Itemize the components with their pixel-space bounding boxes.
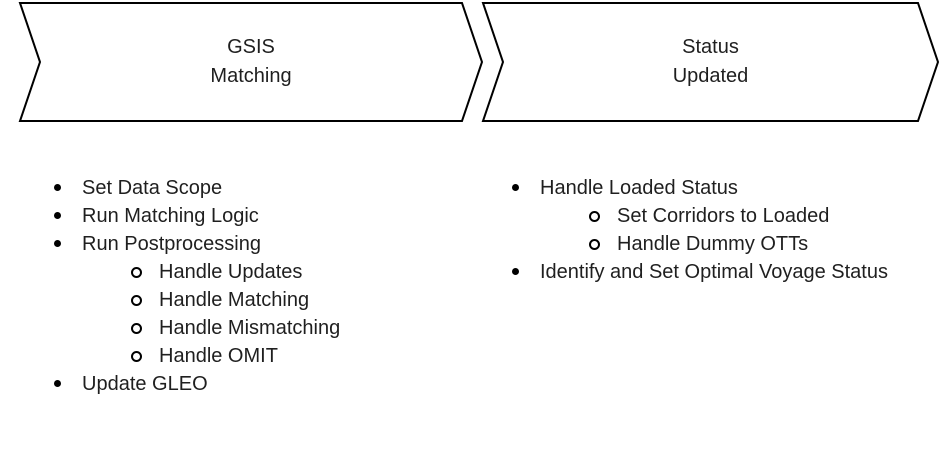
list-item: Handle Updates bbox=[51, 258, 471, 286]
open-bullet-icon bbox=[131, 267, 142, 278]
chevron-shape-gsis-matching bbox=[18, 1, 484, 122]
open-bullet-icon bbox=[131, 351, 142, 362]
list-item-text: Update GLEO bbox=[82, 373, 208, 395]
list-item: Handle OMIT bbox=[51, 342, 471, 370]
list-item: Update GLEO bbox=[51, 370, 471, 398]
list-item-text: Run Matching Logic bbox=[82, 205, 259, 227]
list-item-text: Handle Updates bbox=[159, 261, 303, 283]
open-bullet-icon bbox=[589, 239, 600, 250]
list-item-text: Handle Matching bbox=[159, 289, 310, 311]
filled-bullet-icon bbox=[512, 184, 519, 191]
list-item-text: Handle Dummy OTTs bbox=[617, 233, 809, 255]
list-item: Run Matching Logic bbox=[51, 202, 471, 230]
filled-bullet-icon bbox=[54, 240, 61, 247]
open-bullet-icon bbox=[589, 211, 600, 222]
filled-bullet-icon bbox=[54, 212, 61, 219]
chevron-shapes bbox=[18, 1, 940, 122]
filled-bullet-icon bbox=[54, 380, 61, 387]
list-item-text: Set Data Scope bbox=[82, 177, 223, 199]
list-item-text: Run Postprocessing bbox=[82, 233, 261, 255]
chevron-shape-status-updated bbox=[481, 1, 940, 122]
list-item: Identify and Set Optimal Voyage Status bbox=[509, 258, 894, 286]
filled-bullet-icon bbox=[512, 268, 519, 275]
list-item: Set Data Scope bbox=[51, 174, 471, 202]
list-item: Handle Matching bbox=[51, 286, 471, 314]
open-bullet-icon bbox=[131, 295, 142, 306]
list-item: Run Postprocessing bbox=[51, 230, 471, 258]
filled-bullet-icon bbox=[54, 184, 61, 191]
list-item-text: Handle Loaded Status bbox=[540, 177, 738, 199]
list-item-text: Handle Mismatching bbox=[159, 317, 341, 339]
open-bullet-icon bbox=[131, 323, 142, 334]
list-item: Handle Dummy OTTs bbox=[509, 230, 894, 258]
list-item: Set Corridors to Loaded bbox=[509, 202, 894, 230]
list-item: Handle Mismatching bbox=[51, 314, 471, 342]
list-item-text: Handle OMIT bbox=[159, 345, 278, 367]
list-item-text: Set Corridors to Loaded bbox=[617, 205, 830, 227]
list-item-text: Identify and Set Optimal Voyage Status bbox=[540, 261, 888, 283]
list-item: Handle Loaded Status bbox=[509, 174, 894, 202]
